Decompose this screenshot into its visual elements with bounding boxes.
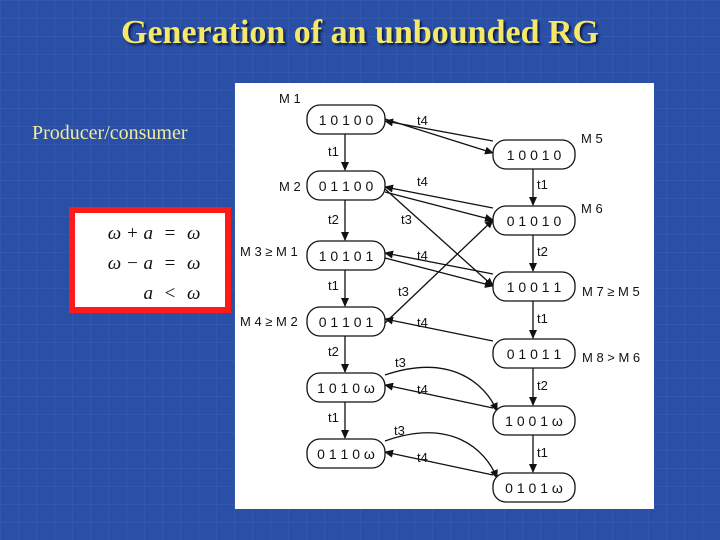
transition-label: t4 — [417, 315, 428, 330]
transition-label: t2 — [328, 344, 339, 359]
subtitle: Producer/consumer — [32, 122, 188, 144]
transition-label: t2 — [537, 378, 548, 393]
edge-t4 — [384, 449, 494, 476]
edge-t3 — [384, 219, 494, 324]
rule-operator: = — [164, 223, 176, 244]
edge-t4 — [384, 184, 494, 209]
state-node: 0 1 0 1 ω — [492, 472, 576, 503]
state-node: 1 0 0 1 1 — [492, 271, 576, 302]
transition-label: t2 — [537, 244, 548, 259]
transition-label: t3 — [398, 284, 409, 299]
state-marking: 1 0 1 0 0 — [319, 112, 374, 128]
edge-t3 — [384, 188, 494, 287]
state-node: 1 0 0 1 ω — [492, 405, 576, 436]
omega-rules-box: ω + a = ω ω − a = ω a < ω — [69, 207, 231, 313]
transition-label: t1 — [537, 177, 548, 192]
rule-lhs: a — [143, 283, 154, 304]
omega-rule-row: ω + a = ω — [83, 219, 217, 249]
rule-operator: < — [164, 283, 176, 304]
marking-label: M 4 ≥ M 2 — [240, 314, 298, 329]
state-marking: 0 1 1 0 ω — [317, 446, 375, 462]
transition-label: t2 — [328, 212, 339, 227]
state-marking: 1 0 0 1 ω — [505, 413, 563, 429]
transition-label: t4 — [417, 174, 428, 189]
marking-label: M 5 — [581, 131, 603, 146]
omega-rule-row: a < ω — [83, 279, 217, 309]
edge-t3 — [384, 432, 498, 479]
reachability-graph-svg: 1 0 1 0 0 0 1 1 0 0 1 0 1 0 1 0 1 1 0 1 … — [240, 91, 640, 503]
transition-label: t1 — [537, 445, 548, 460]
marking-label: M 2 — [279, 179, 301, 194]
state-marking: 1 0 0 1 0 — [507, 147, 562, 163]
transition-label: t4 — [417, 248, 428, 263]
rule-rhs: ω — [187, 223, 201, 244]
transition-label: t1 — [328, 144, 339, 159]
state-node: 0 1 1 0 1 — [306, 306, 386, 337]
edge-t3 — [384, 366, 498, 412]
state-marking: 0 1 0 1 1 — [507, 346, 562, 362]
state-node: 1 0 1 0 0 — [306, 104, 386, 135]
marking-label: M 3 ≥ M 1 — [240, 244, 298, 259]
state-node: 0 1 0 1 0 — [492, 205, 576, 236]
transition-label: t1 — [328, 410, 339, 425]
reachability-graph: 1 0 1 0 0 0 1 1 0 0 1 0 1 0 1 0 1 1 0 1 … — [235, 83, 654, 509]
state-node: 0 1 1 0 0 — [306, 170, 386, 201]
state-marking: 1 0 1 0 1 — [319, 248, 374, 264]
transition-label: t4 — [417, 382, 428, 397]
transition-label: t4 — [417, 113, 428, 128]
transition-label: t3 — [401, 212, 412, 227]
rule-operator: = — [164, 253, 176, 274]
rule-rhs: ω — [187, 253, 201, 274]
rule-lhs: ω + a — [107, 223, 153, 244]
transition-label: t3 — [395, 355, 406, 370]
rule-lhs: ω − a — [107, 253, 153, 274]
edge-t3 — [384, 191, 494, 222]
marking-label: M 7 ≥ M 5 — [582, 284, 640, 299]
state-node: 1 0 0 1 0 — [492, 139, 576, 170]
state-node: 1 0 1 0 ω — [306, 372, 386, 403]
slide-title: Generation of an unbounded RG — [121, 14, 599, 51]
transition-label: t1 — [537, 311, 548, 326]
state-node: 0 1 1 0 ω — [306, 438, 386, 469]
state-node: 0 1 0 1 1 — [492, 338, 576, 369]
state-marking: 0 1 1 0 0 — [319, 178, 374, 194]
marking-label: M 8 > M 6 — [582, 350, 640, 365]
edge-t4 — [384, 382, 494, 409]
marking-label: M 1 — [279, 91, 301, 106]
state-node: 1 0 1 0 1 — [306, 240, 386, 271]
state-marking: 0 1 0 1 0 — [507, 213, 562, 229]
state-marking: 0 1 1 0 1 — [319, 314, 374, 330]
state-marking: 0 1 0 1 ω — [505, 480, 563, 496]
edge-t4 — [384, 316, 494, 342]
state-marking: 1 0 0 1 1 — [507, 279, 562, 295]
edge-t3 — [384, 118, 494, 155]
transition-label: t3 — [394, 423, 405, 438]
omega-rule-row: ω − a = ω — [83, 249, 217, 279]
transition-label: t4 — [417, 450, 428, 465]
state-marking: 1 0 1 0 ω — [317, 380, 375, 396]
transition-label: t1 — [328, 278, 339, 293]
rule-rhs: ω — [187, 283, 201, 304]
marking-label: M 6 — [581, 201, 603, 216]
omega-rules: ω + a = ω ω − a = ω a < ω — [75, 213, 225, 307]
